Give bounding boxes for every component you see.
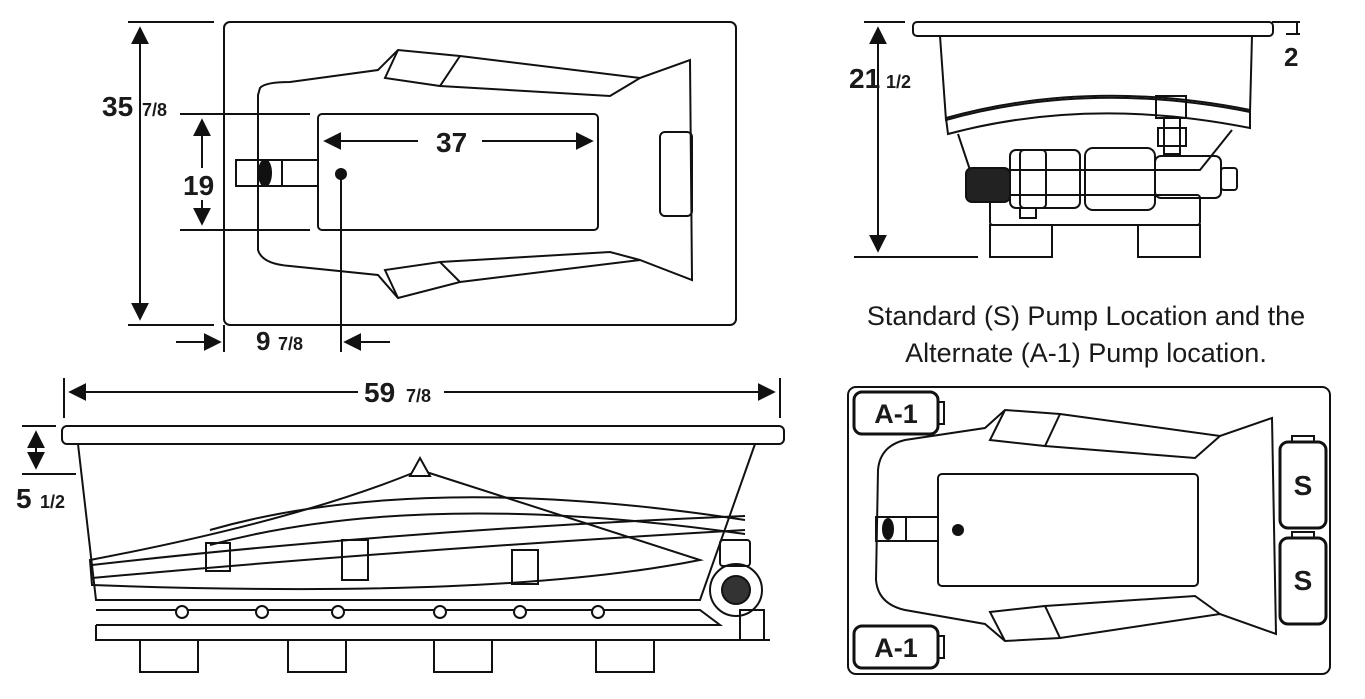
jet-fitting-2 bbox=[341, 539, 369, 581]
overflow-box bbox=[235, 159, 283, 187]
side-foot-3 bbox=[433, 639, 493, 673]
side-foot-1 bbox=[139, 639, 199, 673]
side-foot-4 bbox=[595, 639, 655, 673]
std-pump-label-bottom: S bbox=[1294, 565, 1313, 596]
side-rim bbox=[61, 425, 785, 445]
rim-offset-label: 2 bbox=[1284, 42, 1298, 72]
width-frac-label: 7/8 bbox=[142, 100, 167, 120]
side-pump bbox=[709, 563, 763, 617]
jet-fitting-1 bbox=[205, 542, 231, 572]
top-view bbox=[128, 21, 737, 352]
jet-fitting-3 bbox=[511, 549, 539, 585]
caption-line-2: Alternate (A-1) Pump location. bbox=[905, 338, 1267, 368]
base-frame bbox=[989, 194, 1201, 226]
side-view bbox=[22, 378, 785, 673]
pump-view-drain-icon bbox=[952, 524, 964, 536]
std-pump-label-top: S bbox=[1294, 470, 1313, 501]
pump-housing bbox=[1084, 147, 1156, 211]
side-foot-2 bbox=[287, 639, 347, 673]
pump-basin-outer bbox=[874, 408, 1278, 643]
caption-line-1: Standard (S) Pump Location and the bbox=[867, 301, 1305, 331]
end-view bbox=[854, 21, 1300, 258]
tub-outline-top bbox=[223, 21, 737, 326]
rim-height-major-label: 5 bbox=[16, 483, 32, 514]
pump-location-view bbox=[847, 386, 1331, 675]
end-rim bbox=[912, 21, 1274, 37]
pillow-icon bbox=[659, 131, 693, 217]
pump-view-frame bbox=[847, 386, 1331, 675]
alt-pump-label-bottom: A-1 bbox=[874, 633, 918, 663]
drain-offset-major-label: 9 bbox=[256, 326, 270, 356]
width-major-label: 35 bbox=[102, 91, 133, 122]
length-major-label: 59 bbox=[364, 377, 395, 408]
end-shell bbox=[944, 94, 1251, 136]
basin-length-label: 37 bbox=[436, 127, 467, 158]
alt-pump-label-top: A-1 bbox=[874, 399, 918, 429]
height-major-label: 21 bbox=[849, 63, 880, 94]
height-frac-label: 1/2 bbox=[886, 72, 911, 92]
basin-width-label: 19 bbox=[183, 170, 214, 201]
drain-offset-frac-label: 7/8 bbox=[278, 334, 303, 354]
rim-height-frac-label: 1/2 bbox=[40, 492, 65, 512]
overflow-icon bbox=[258, 159, 272, 187]
basin-floor bbox=[317, 113, 599, 231]
end-foot-2 bbox=[1137, 224, 1201, 258]
pump-basin-floor bbox=[937, 473, 1199, 587]
end-foot-1 bbox=[989, 224, 1053, 258]
inner-basin bbox=[88, 468, 704, 591]
length-frac-label: 7/8 bbox=[406, 386, 431, 406]
